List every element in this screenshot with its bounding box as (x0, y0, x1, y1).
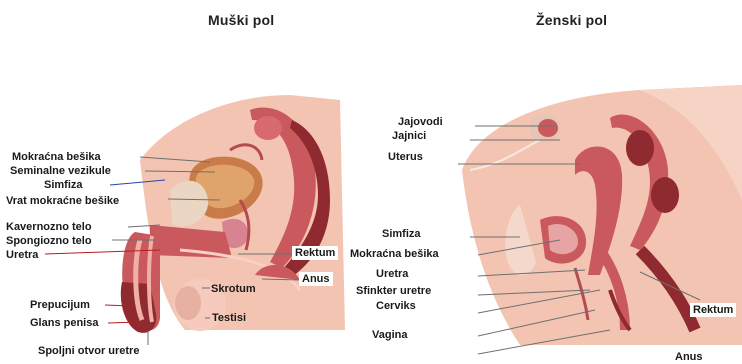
label-jajovodi: Jajovodi (398, 116, 443, 128)
label-prepucijum: Prepucijum (30, 299, 90, 311)
label-simfiza-male: Simfiza (44, 179, 83, 191)
label-spongiozno-telo: Spongiozno telo (6, 235, 92, 247)
label-rektum-female: Rektum (690, 303, 736, 317)
label-vagina: Vagina (372, 329, 407, 341)
label-cerviks: Cerviks (376, 300, 416, 312)
label-uterus: Uterus (388, 151, 423, 163)
label-rektum-male: Rektum (292, 246, 338, 260)
label-spoljni-otvor-uretre: Spoljni otvor uretre (38, 345, 139, 357)
label-mokracna-besika-male: Mokraćna bešika (12, 151, 101, 163)
label-testisi: Testisi (212, 312, 246, 324)
label-simfiza-female: Simfiza (382, 228, 421, 240)
label-seminalne-vezikule: Seminalne vezikule (10, 165, 111, 177)
label-mokracna-besika-female: Mokraćna bešika (350, 248, 439, 260)
male-title: Muški pol (208, 12, 274, 28)
label-jajnici: Jajnici (392, 130, 426, 142)
label-uretra-male: Uretra (6, 249, 38, 261)
label-kavernozno-telo: Kavernozno telo (6, 221, 92, 233)
label-vrat-mokracne-besike: Vrat mokraćne bešike (6, 195, 119, 207)
label-anus-male: Anus (299, 272, 333, 286)
label-glans-penisa: Glans penisa (30, 317, 98, 329)
male-pelvis-section (121, 95, 345, 333)
female-title: Ženski pol (536, 12, 607, 28)
label-skrotum: Skrotum (211, 283, 256, 295)
label-sfinkter-uretre: Sfinkter uretre (356, 285, 431, 297)
label-uretra-female: Uretra (376, 268, 408, 280)
